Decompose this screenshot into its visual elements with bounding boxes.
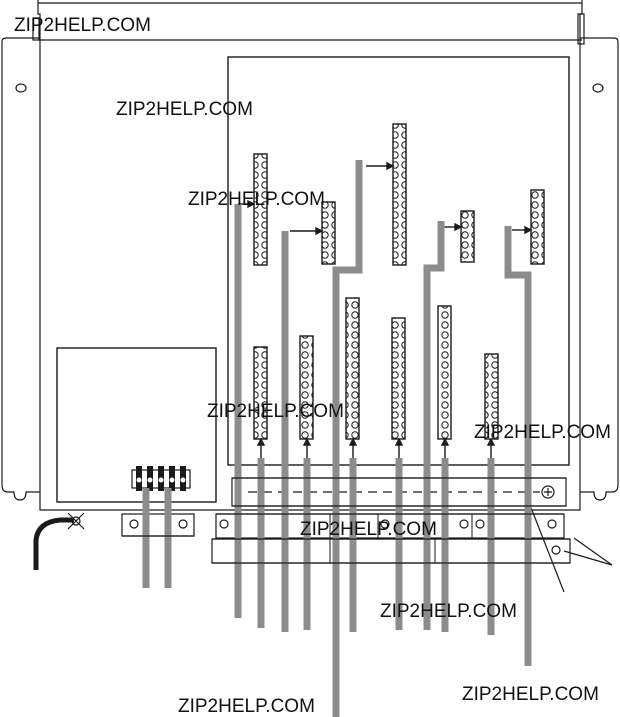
cables bbox=[142, 160, 532, 717]
watermark-text: ZIP2HELP.COM bbox=[300, 519, 437, 540]
watermark-text: ZIP2HELP.COM bbox=[207, 401, 344, 422]
watermark-text: ZIP2HELP.COM bbox=[462, 684, 599, 705]
insertion-arrows bbox=[238, 161, 533, 458]
watermark-text: ZIP2HELP.COM bbox=[188, 189, 325, 210]
watermark-text: ZIP2HELP.COM bbox=[116, 99, 253, 120]
power-box bbox=[56, 347, 217, 503]
watermark-text: ZIP2HELP.COM bbox=[474, 422, 611, 443]
clamp-screw-icons bbox=[219, 485, 561, 555]
watermark-text: ZIP2HELP.COM bbox=[14, 15, 151, 36]
power-terminal-block-icon bbox=[131, 466, 191, 491]
power-cable-clamp bbox=[121, 513, 195, 537]
power-cord-icon bbox=[33, 517, 74, 570]
watermark-text: ZIP2HELP.COM bbox=[380, 601, 517, 622]
watermark-text: ZIP2HELP.COM bbox=[178, 696, 315, 717]
connector-strips bbox=[253, 123, 545, 440]
wing-nut-icon bbox=[67, 512, 85, 530]
callout-lines bbox=[529, 504, 613, 593]
